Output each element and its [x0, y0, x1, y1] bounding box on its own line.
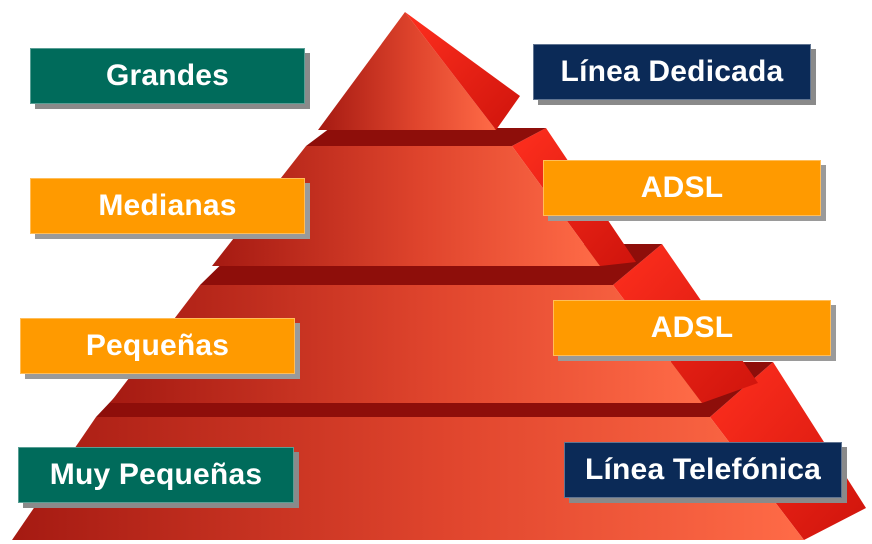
tier-1-front [318, 12, 496, 130]
pyramid-tier-1 [318, 12, 520, 130]
tier-1-side [405, 12, 520, 130]
tier-2-front [212, 146, 600, 266]
tier-2-shadow [306, 128, 546, 146]
label-grandes: Grandes [30, 48, 305, 104]
label-linea-dedicada: Línea Dedicada [533, 44, 811, 100]
label-pequenas: Pequeñas [20, 318, 295, 374]
label-muy-pequenas: Muy Pequeñas [18, 447, 294, 503]
label-adsl-pequenas: ADSL [553, 300, 831, 356]
label-linea-telefonica: Línea Telefónica [564, 442, 842, 498]
label-adsl-medianas: ADSL [543, 160, 821, 216]
label-medianas: Medianas [30, 178, 305, 234]
